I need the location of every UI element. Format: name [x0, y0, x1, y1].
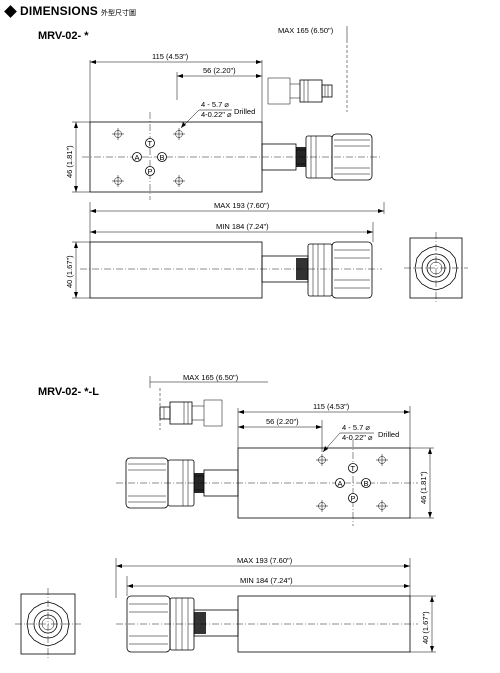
height-label-bottom: 46 (1.81") — [419, 471, 428, 504]
max-length-label: MAX 165 (6.50") — [278, 26, 334, 35]
side-min-label-bottom: MIN 184 (7.24") — [240, 576, 293, 585]
port-t-label-bottom: T — [351, 464, 356, 473]
overall-length-label: 115 (4.53") — [152, 52, 189, 61]
hole-note-metric: 4 - 5.7 ⌀ — [201, 100, 229, 109]
model-label-top: MRV-02- * — [38, 30, 89, 42]
side-view-bottom: MAX 193 (7.60") MIN 184 (7.24") 40 (1.67… — [115, 556, 436, 653]
side-min-label: MIN 184 (7.24") — [216, 222, 269, 231]
plan-view-top: MAX 165 (6.50") 115 (4.53") 56 (2.20") 4… — [65, 26, 382, 200]
side-height-label: 40 (1.67") — [65, 255, 74, 288]
hole-note-drilled: Drilled — [234, 107, 255, 116]
hole-note-inch-bottom: 4-0.22" ⌀ — [342, 433, 373, 442]
end-view-bottom — [15, 588, 81, 660]
hole-note-inch: 4-0.22" ⌀ — [201, 110, 232, 119]
model-label-bottom: MRV-02- *-L — [38, 386, 99, 398]
side-max-label-bottom: MAX 193 (7.60") — [237, 556, 293, 565]
height-label: 46 (1.81") — [65, 145, 74, 178]
port-p-label-bottom: P — [351, 494, 356, 503]
port-b-label-bottom: B — [364, 479, 369, 488]
section-title: DIMENSIONS — [20, 4, 99, 18]
port-p-label: P — [148, 167, 153, 176]
half-length-label-bottom: 56 (2.20") — [266, 417, 299, 426]
hole-note-metric-bottom: 4 - 5.7 ⌀ — [342, 423, 370, 432]
port-a-label: A — [135, 153, 140, 162]
max-length-label-bottom: MAX 165 (6.50") — [183, 373, 239, 382]
section-subtitle: 外型尺寸圖 — [101, 9, 137, 17]
side-max-label: MAX 193 (7.60") — [214, 201, 270, 210]
side-height-label-bottom: 40 (1.67") — [421, 611, 430, 644]
section-header: DIMENSIONS 外型尺寸圖 — [3, 2, 136, 20]
plan-view-bottom: MAX 165 (6.50") 115 (4.53") 56 (2.20") 4… — [116, 373, 434, 526]
side-view-top: MAX 193 (7.60") MIN 184 (7.24") 40 (1.67… — [65, 201, 385, 299]
hole-note-drilled-bottom: Drilled — [378, 430, 399, 439]
overall-length-label-bottom: 115 (4.53") — [313, 402, 350, 411]
port-t-label: T — [148, 139, 153, 148]
port-a-label-bottom: A — [338, 479, 343, 488]
half-length-label: 56 (2.20") — [203, 66, 236, 75]
end-view-top — [404, 232, 468, 304]
port-b-label: B — [160, 153, 165, 162]
